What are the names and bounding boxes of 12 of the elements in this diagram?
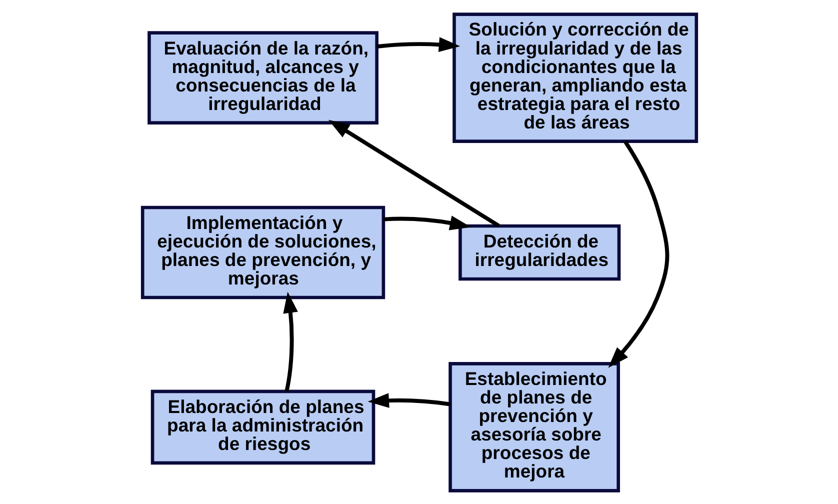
arrow [367, 392, 450, 408]
arrow [376, 36, 460, 52]
node-box: Implementación y ejecución de soluciones, planes de prevención, y mejoras [140, 205, 385, 299]
node-box: Elaboración de planes para la administración de riesgos [150, 389, 375, 464]
node-box: Solución y corrección de la irregularidad y de las condicionantes que la generan, ampliando esta estrategia para el resto de las áreas [452, 12, 698, 142]
node-box: Detección de irregularidades [458, 224, 620, 280]
arrow [608, 140, 669, 368]
arrow [382, 215, 471, 230]
node-box: Establecimiento de planes de prevención y asesoría sobre procesos de mejora [448, 362, 620, 492]
arrow [328, 119, 500, 227]
arrow [282, 291, 298, 392]
node-box: Evaluación de la razón, magnitud, alcances y consecuencias de la irregularidad [147, 30, 378, 124]
